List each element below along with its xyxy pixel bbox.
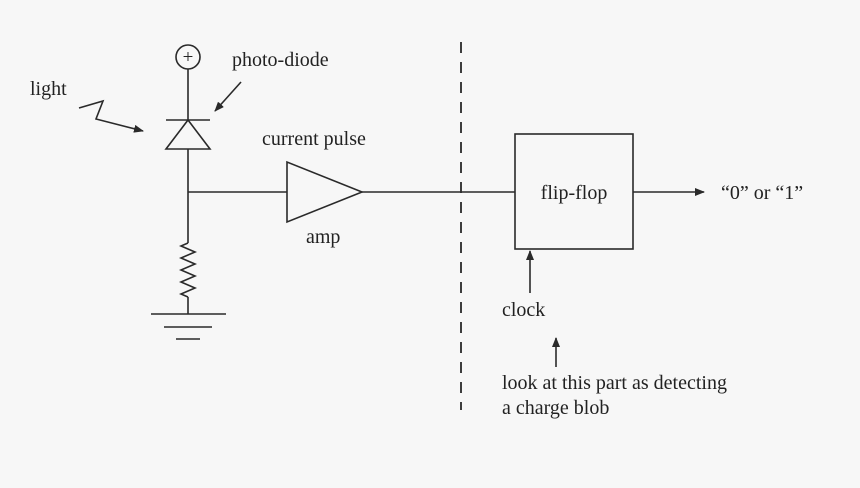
photo-diode-symbol <box>164 118 212 150</box>
note-line-1: look at this part as detecting <box>502 372 727 394</box>
plus-sign: + <box>183 47 194 68</box>
light-label: light <box>30 78 67 100</box>
positive-terminal: + <box>175 44 201 70</box>
amplifier-symbol <box>286 160 365 224</box>
note-line-2: a charge blob <box>502 397 609 419</box>
ground-symbol <box>151 313 226 340</box>
photo-diode-label: photo-diode <box>232 49 329 71</box>
clock-label: clock <box>502 299 545 321</box>
amp-label: amp <box>306 226 340 248</box>
output-label: “0” or “1” <box>721 182 803 204</box>
resistor-symbol <box>178 242 198 298</box>
current-pulse-label: current pulse <box>262 128 366 150</box>
photo-diode-pointer-arrow <box>214 81 242 112</box>
light-arrow <box>78 99 144 133</box>
flip-flop-label: flip-flop <box>541 182 608 204</box>
